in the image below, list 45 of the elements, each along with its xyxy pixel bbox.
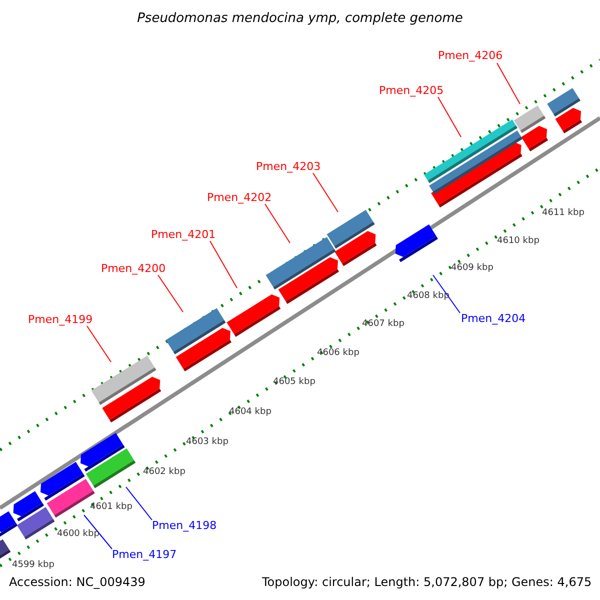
leader-line: [84, 514, 112, 550]
gene-feature: [424, 119, 518, 184]
scale-label: 4600 kbp: [57, 530, 100, 539]
gene-feature: [266, 236, 336, 290]
gene-label: Pmen_4199: [28, 314, 93, 325]
gene-label: Pmen_4202: [207, 192, 272, 203]
scale-label: 4605 kbp: [273, 378, 316, 387]
gene-feature: [86, 448, 136, 488]
scale-label: 4610 kbp: [497, 237, 540, 246]
gene-label: Pmen_4205: [379, 85, 444, 96]
leader-line: [126, 486, 152, 520]
gene-feature: [91, 356, 156, 405]
gene-label: Pmen_4206: [438, 50, 503, 61]
gene-feature: [514, 106, 546, 134]
gene-label: Pmen_4198: [152, 520, 217, 531]
gene-feature: [166, 308, 226, 354]
title: Pseudomonas mendocina ymp, complete genome: [136, 12, 464, 25]
scale-label: 4602 kbp: [143, 468, 186, 477]
leader-line: [438, 96, 462, 138]
gene-label: Pmen_4197: [112, 549, 177, 560]
footer-text: Accession: NC_009439: [9, 576, 146, 588]
leader-line: [496, 62, 520, 104]
footer-text: Topology: circular; Length: 5,072,807 bp; Genes: 4,675: [262, 576, 592, 588]
leader-line: [312, 172, 338, 212]
gene-feature: [395, 224, 438, 262]
gene-label: Pmen_4201: [151, 229, 216, 240]
gene-feature: [326, 210, 375, 249]
scale-label: 4606 kbp: [317, 349, 360, 358]
leader-line: [158, 274, 184, 312]
gene-label: Pmen_4200: [101, 263, 166, 274]
scale-label: 4608 kbp: [407, 292, 450, 301]
leader-line: [432, 274, 460, 314]
scale-label: 4607 kbp: [362, 320, 404, 329]
gene-feature: [226, 294, 281, 337]
scale-label: 4609 kbp: [451, 264, 494, 273]
gene-label: Pmen_4204: [461, 313, 526, 324]
leader-line: [86, 326, 112, 362]
scale-label: 4611 kbp: [542, 209, 584, 218]
leader-line: [264, 204, 290, 244]
scale-label: 4603 kbp: [186, 438, 228, 447]
scale-label: 4604 kbp: [229, 408, 272, 417]
leader-line: [210, 240, 238, 288]
scale-label: 4599 kbp: [12, 561, 54, 570]
scale-label: 4601 kbp: [90, 503, 132, 512]
gene-label: Pmen_4203: [256, 161, 321, 172]
